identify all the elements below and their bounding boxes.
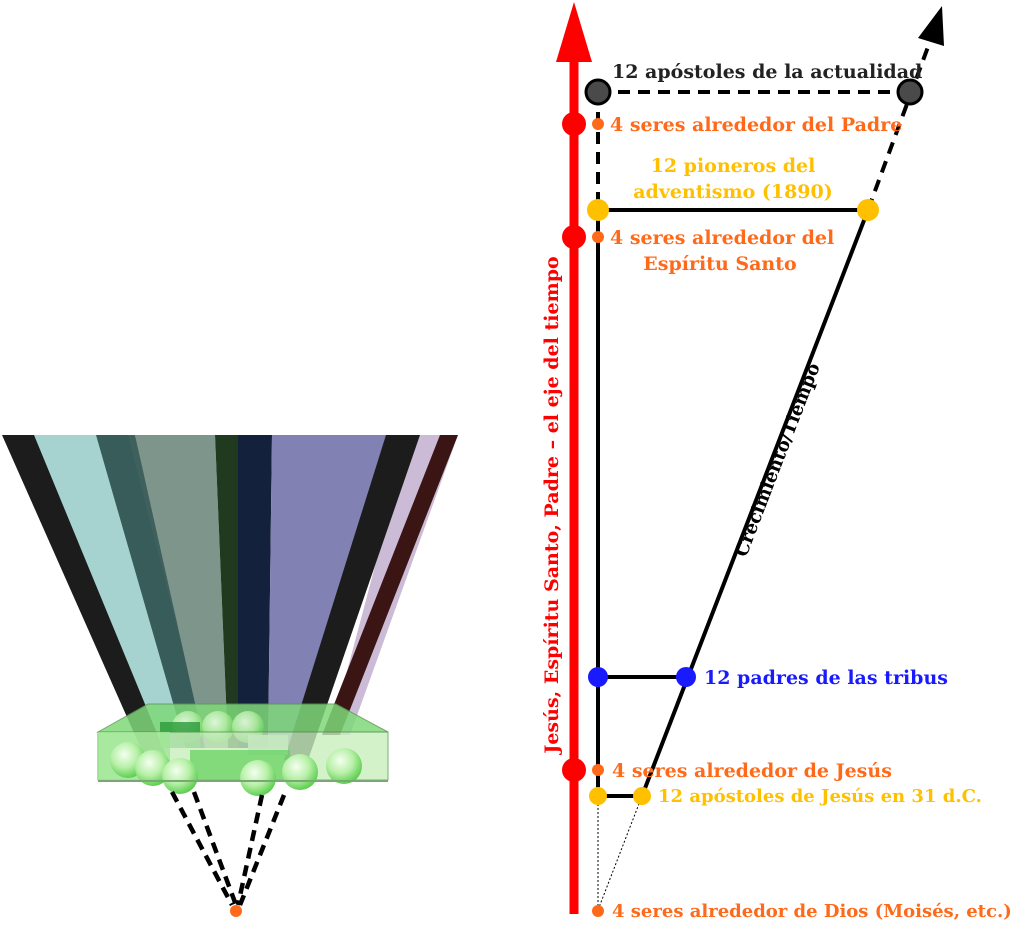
box-bottom-edge [98,780,388,782]
prism-illustration [2,435,458,917]
growth-line-solid [640,209,870,797]
growth-line-dashed [866,35,934,211]
timeline-diagram: 12 apóstoles de la actualidad 4 seres al… [541,2,1012,922]
convergence-dash [170,790,234,907]
beam-gray-green [135,435,228,748]
pioneros-marker-right [857,199,879,221]
time-axis-label: Jesús, Espíritu Santo, Padre – el eje de… [541,256,563,755]
label-seres-espiritu-2: Espíritu Santo [643,253,796,275]
convergence-dash [235,794,265,906]
actualidad-marker-right [896,78,924,106]
seres-dot-jesus [592,764,604,776]
label-pioneros-1: 12 pioneros del [651,155,816,177]
label-apostoles-jesus: 12 apóstoles de Jesús en 31 d.C. [658,786,982,807]
origin-point [230,905,242,917]
pioneros-marker-left [587,199,609,221]
sphere-front [326,748,362,784]
seres-dot-dios [592,905,604,917]
guide-dotted [597,795,643,911]
label-seres-dios: 4 seres alrededor de Dios (Moisés, etc.) [612,901,1012,922]
label-apostoles-actualidad: 12 apóstoles de la actualidad [612,61,922,83]
label-seres-espiritu-1: 4 seres alrededor del [610,227,834,249]
label-seres-jesus: 4 seres alrededor de Jesús [612,760,892,782]
axis-marker-jesus [562,758,586,782]
actualidad-marker-left [584,78,612,106]
sphere-front [282,754,318,790]
seres-dot-espiritu [592,231,604,243]
sphere-front [240,760,276,796]
beam-green-center [215,435,238,748]
edge-black-right [284,435,420,760]
time-axis-arrowhead [556,2,592,62]
beam-maroon [322,435,458,735]
sphere-front [162,758,198,794]
apostoles-marker-left [589,787,607,805]
label-seres-padre: 4 seres alrededor del Padre [610,114,902,136]
beam-dark-teal [96,435,215,748]
tribus-marker-right [676,667,696,687]
sphere-front [135,750,171,786]
convergence-dash [237,794,287,906]
apostoles-marker-right [633,787,651,805]
seres-dot-padre [592,118,604,130]
axis-marker-padre [562,112,586,136]
tribus-marker-left [588,667,608,687]
growth-arrowhead [918,6,944,46]
edge-black-left [2,435,168,760]
growth-label: Crecimiento/Tiempo [731,360,825,559]
convergence-dash [191,791,239,906]
beam-navy [238,435,272,748]
label-padres-tribus: 12 padres de las tribus [704,667,948,689]
axis-marker-espiritu [562,225,586,249]
label-pioneros-2: adventismo (1890) [633,181,832,203]
